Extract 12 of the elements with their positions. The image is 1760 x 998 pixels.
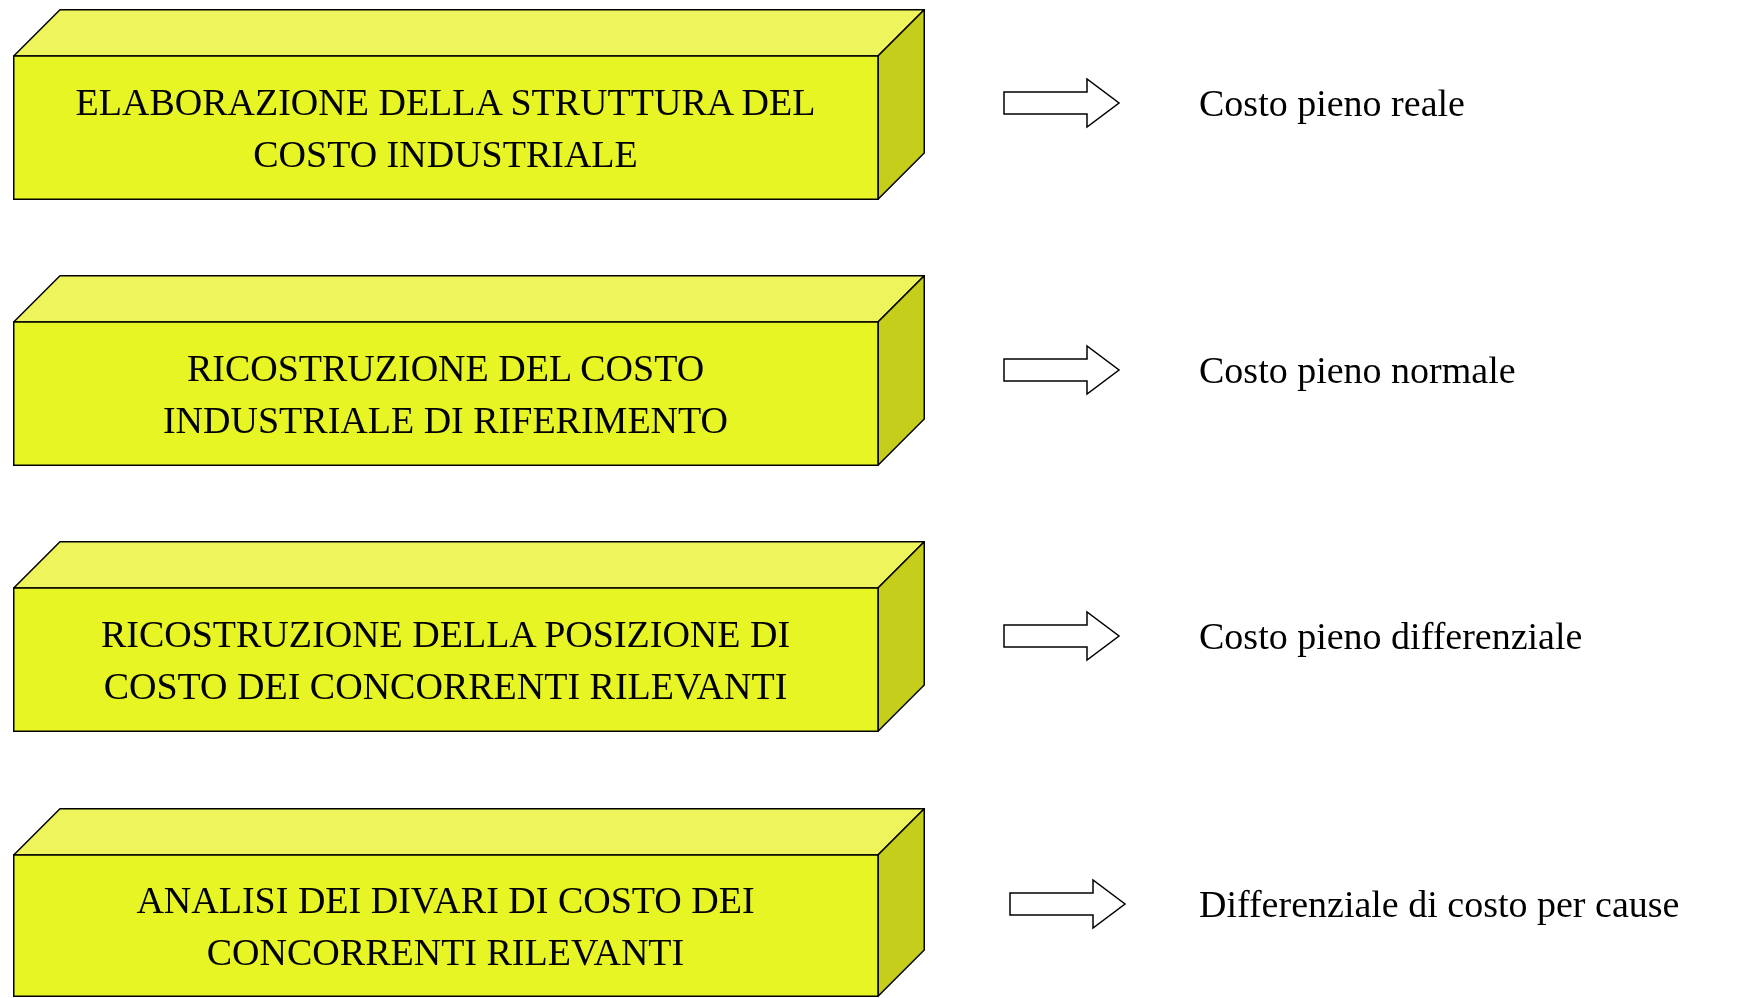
box-title: ELABORAZIONE DELLA STRUTTURA DEL COSTO INDUSTRIALE: [74, 80, 817, 177]
result-label: Costo pieno reale: [1195, 80, 1469, 126]
result-label: Differenziale di costo per cause: [1195, 881, 1684, 927]
block-arrow: [1003, 344, 1121, 396]
block-arrow: [1003, 610, 1121, 662]
result-label: Costo pieno normale: [1195, 347, 1520, 393]
box-title: RICOSTRUZIONE DEL COSTO INDUSTRIALE DI RIFERIMENTO: [161, 346, 729, 443]
block-arrow: [1009, 878, 1127, 930]
box-title: ANALISI DEI DIVARI DI COSTO DEI CONCORRENTI RILEVANTI: [135, 878, 756, 975]
box-title: RICOSTRUZIONE DELLA POSIZIONE DI COSTO DEI CONCORRENTI RILEVANTI: [99, 612, 792, 709]
block-arrow: [1003, 77, 1121, 129]
result-label: Costo pieno differenziale: [1195, 613, 1587, 659]
